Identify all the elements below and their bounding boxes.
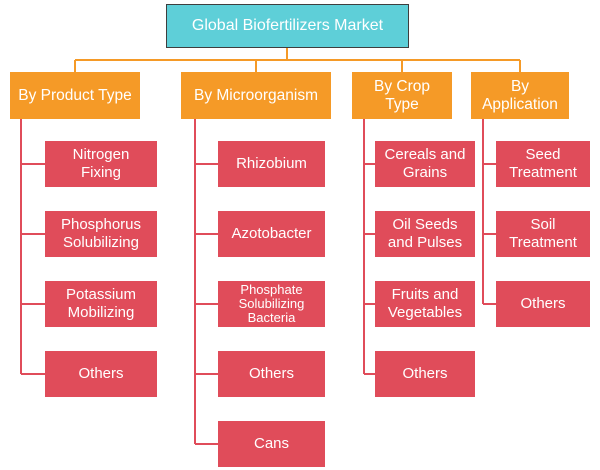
leaf-label: Phosphorus Solubilizing: [60, 216, 142, 251]
leaf-others-application: Others: [496, 281, 590, 327]
leaf-azotobacter: Azotobacter: [218, 211, 325, 257]
leaf-cereals-and-grains: Cereals and Grains: [375, 141, 475, 187]
root-connectors: [74, 48, 521, 72]
leaf-rhizobium: Rhizobium: [218, 141, 325, 187]
category-label: By Microorganism: [193, 86, 319, 104]
leaf-cans: Cans: [218, 421, 325, 467]
root-node: Global Biofertilizers Market: [166, 4, 409, 48]
category-product-type: By Product Type: [10, 72, 140, 119]
category-application: By Application: [471, 72, 569, 119]
root-label: Global Biofertilizers Market: [191, 17, 384, 34]
leaf-phosphate-solubilizing-bacteria: Phosphate Solubilizing Bacteria: [218, 281, 325, 327]
leaf-label: Cereals and Grains: [384, 146, 466, 181]
leaf-seed-treatment: Seed Treatment: [496, 141, 590, 187]
leaf-label: Others: [402, 365, 448, 382]
leaf-others-crop-type: Others: [375, 351, 475, 397]
leaf-label: Nitrogen Fixing: [72, 146, 130, 181]
category-crop-type: By Crop Type: [352, 72, 452, 119]
leaf-fruits-and-vegetables: Fruits and Vegetables: [375, 281, 475, 327]
leaf-nitrogen-fixing: Nitrogen Fixing: [45, 141, 157, 187]
leaf-label: Cans: [253, 435, 290, 452]
leaf-label: Oil Seeds and Pulses: [387, 216, 463, 251]
leaf-connectors: [20, 119, 496, 445]
leaf-label: Rhizobium: [236, 155, 307, 172]
leaf-potassium-mobilizing: Potassium Mobilizing: [45, 281, 157, 327]
leaf-others-product-type: Others: [45, 351, 157, 397]
leaf-label: Seed Treatment: [509, 146, 577, 181]
leaf-label: Phosphate Solubilizing Bacteria: [238, 282, 305, 325]
category-label: By Application: [482, 77, 558, 113]
leaf-others-microorganism: Others: [218, 351, 325, 397]
leaf-label: Others: [78, 365, 124, 382]
leaf-label: Others: [520, 295, 566, 312]
leaf-label: Soil Treatment: [509, 216, 577, 251]
leaf-phosphorus-solubilizing: Phosphorus Solubilizing: [45, 211, 157, 257]
leaf-label: Azotobacter: [231, 225, 312, 242]
leaf-soil-treatment: Soil Treatment: [496, 211, 590, 257]
leaf-label: Fruits and Vegetables: [387, 286, 463, 321]
leaf-label: Others: [248, 365, 294, 382]
category-label: By Crop Type: [374, 77, 430, 113]
leaf-label: Potassium Mobilizing: [65, 286, 137, 321]
leaf-oil-seeds-and-pulses: Oil Seeds and Pulses: [375, 211, 475, 257]
category-label: By Product Type: [18, 86, 132, 104]
category-microorganism: By Microorganism: [181, 72, 331, 119]
